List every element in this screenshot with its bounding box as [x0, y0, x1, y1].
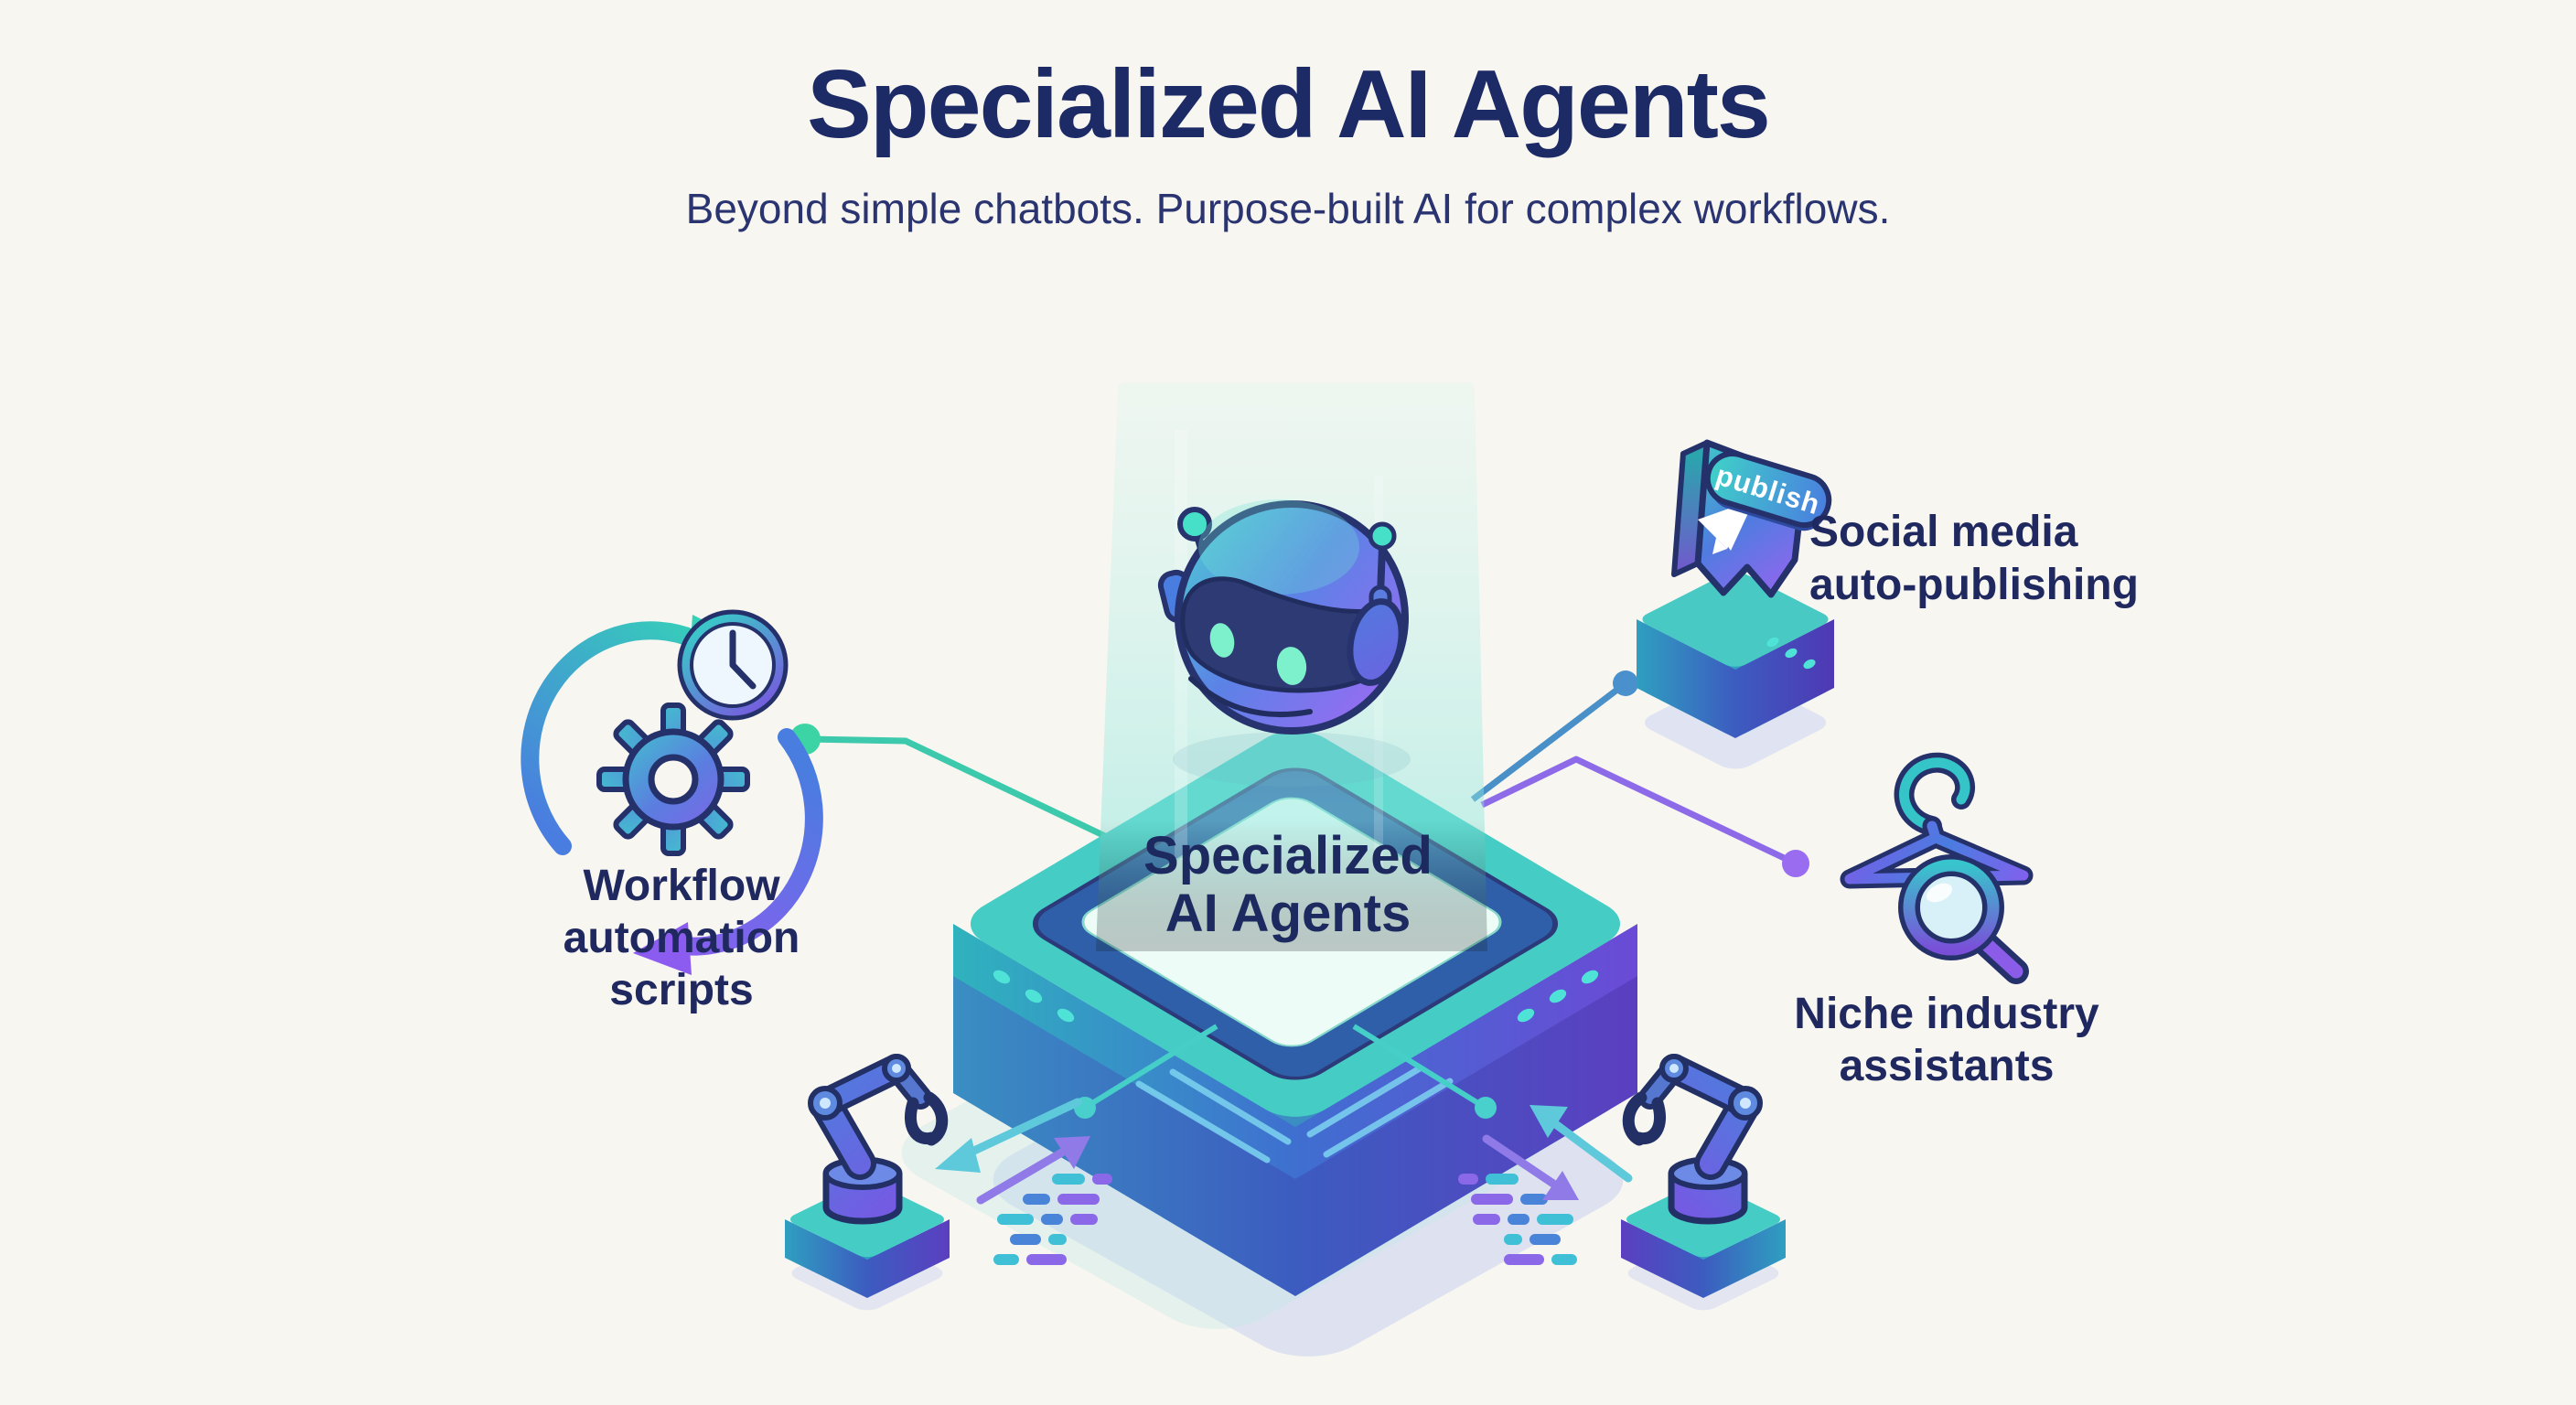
platform-trace-lines [1135, 1065, 1454, 1164]
label-workflow-automation: Workflow automation scripts [564, 862, 800, 1014]
publish-icon: publish [1637, 439, 1834, 769]
robot-eye-left [1209, 623, 1235, 658]
gripper-claw [905, 1091, 949, 1146]
code-dashes [993, 1174, 1112, 1265]
svg-text:scripts: scripts [609, 966, 753, 1014]
antenna-ball-left [1177, 507, 1212, 542]
svg-text:auto-publishing: auto-publishing [1809, 561, 2139, 609]
data-flow-arrows-right [1482, 1105, 1633, 1200]
page-header: Specialized AI Agents Beyond simple chat… [0, 0, 2576, 233]
gear-icon [596, 702, 750, 856]
platform-label-line1: Specialized [1143, 826, 1433, 885]
hanger-hook [1899, 757, 1970, 831]
svg-text:Social media: Social media [1809, 508, 2078, 556]
label-niche-industry: Niche industry assistants [1794, 990, 2099, 1090]
robot-arm-icon [808, 1054, 949, 1225]
platform-label-line2: AI Agents [1165, 884, 1411, 943]
label-social-media: Social media auto-publishing [1809, 508, 2139, 609]
connector-niche [1480, 756, 1809, 877]
pedestal-dots [1766, 637, 1816, 670]
data-flow-arrows-left [935, 1098, 1090, 1205]
connector-workflow [789, 724, 1109, 841]
magnifier-icon [1898, 854, 2029, 984]
robot-head-icon [1157, 499, 1411, 787]
cycle-arrowhead-bottom [633, 922, 692, 975]
platform-label: Specialized AI Agents [1143, 826, 1433, 943]
svg-text:Niche industry: Niche industry [1794, 990, 2099, 1038]
page-title: Specialized AI Agents [807, 50, 1771, 158]
connector-dot [1782, 850, 1809, 877]
antenna-ball-right [1368, 521, 1397, 551]
clock-icon [677, 609, 789, 721]
platform-port-dots [993, 970, 1599, 1023]
svg-text:assistants: assistants [1840, 1042, 2055, 1090]
robot-eye-right [1276, 647, 1307, 685]
robot-arm-station [785, 1024, 1218, 1311]
svg-text:automation: automation [564, 914, 800, 962]
connector-social [1470, 670, 1638, 802]
connector-dot [1613, 670, 1638, 696]
hanger-magnifier-icon [1840, 752, 2034, 984]
svg-text:Workflow: Workflow [583, 862, 780, 910]
page-subtitle: Beyond simple chatbots. Purpose-built AI… [685, 185, 1891, 232]
workflow-icon [521, 609, 823, 975]
headphone-cup [1347, 598, 1405, 686]
